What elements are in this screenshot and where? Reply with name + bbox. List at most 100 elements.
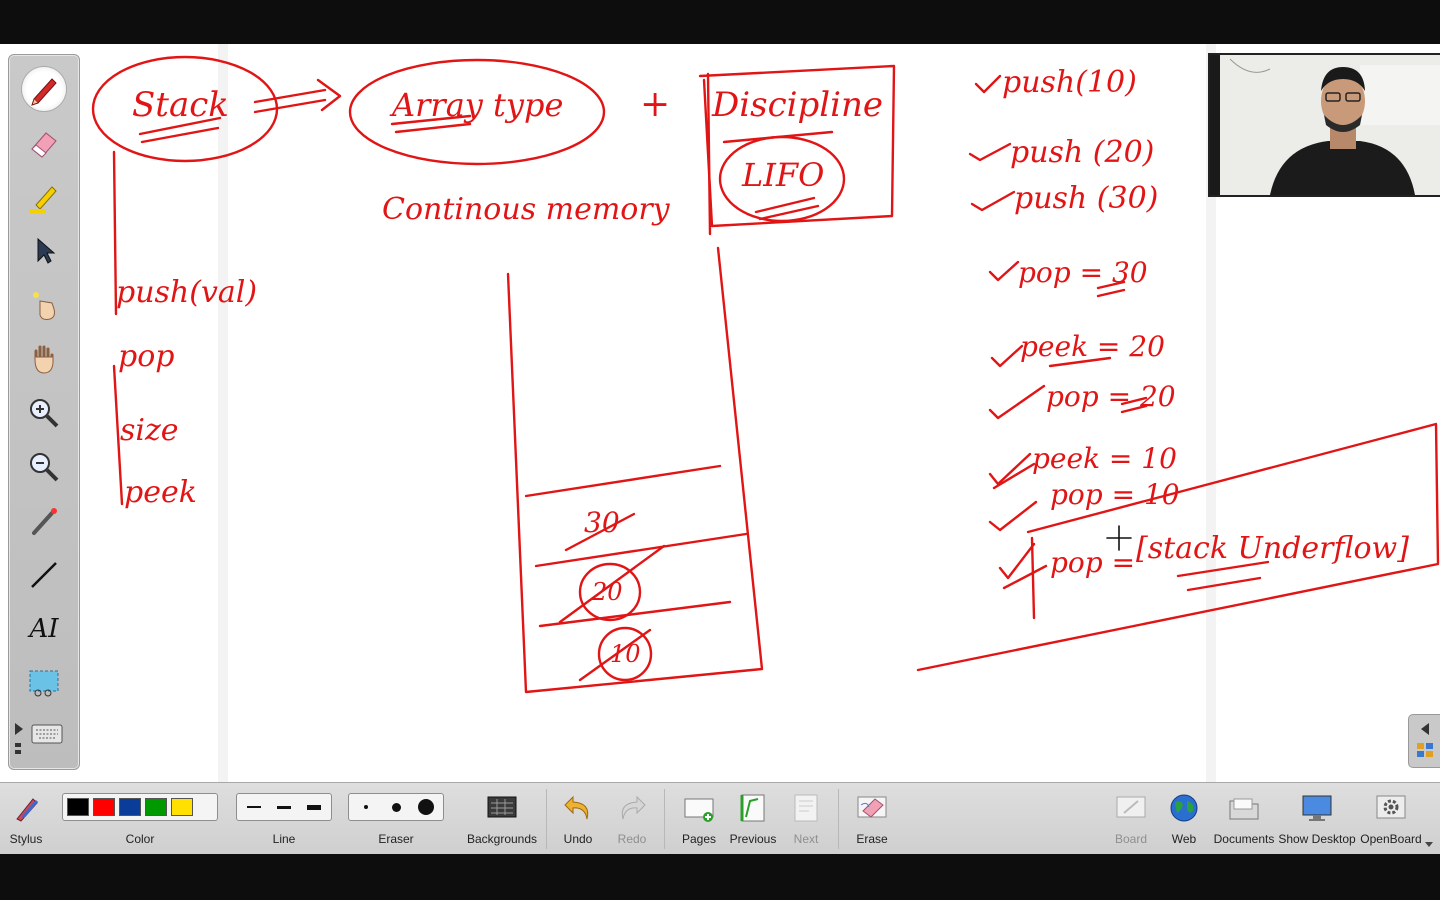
handwritten-ink-layer: Stack Array type + Continous memory Disc… xyxy=(91,55,1440,694)
color-red-swatch[interactable] xyxy=(93,798,115,816)
selector-icon[interactable] xyxy=(22,229,66,273)
text-icon[interactable]: AI xyxy=(22,607,66,651)
stack-divider-1 xyxy=(524,464,722,498)
web-button[interactable]: Web xyxy=(1160,783,1208,855)
lifo-underline xyxy=(754,196,820,221)
hand-icon[interactable] xyxy=(22,337,66,381)
step-6: pop = 20 xyxy=(1046,380,1176,413)
capture-icon[interactable] xyxy=(22,661,66,705)
check-9 xyxy=(998,542,1048,590)
settings-gear-icon xyxy=(1376,795,1406,819)
previous-page-icon xyxy=(740,794,765,822)
eraser-large-button[interactable] xyxy=(413,797,439,817)
color-black-swatch[interactable] xyxy=(67,798,89,816)
stylus-button[interactable]: Stylus xyxy=(0,783,52,855)
show-desktop-label: Show Desktop xyxy=(1278,832,1356,846)
chevron-down-icon[interactable] xyxy=(1424,841,1434,849)
interactor-icon[interactable] xyxy=(22,283,66,327)
note-discipline: Discipline xyxy=(711,85,883,125)
whiteboard-canvas[interactable]: Stack Array type + Continous memory Disc… xyxy=(0,44,1440,782)
eraser-icon[interactable] xyxy=(22,121,66,165)
pages-button[interactable]: Pages xyxy=(672,783,726,855)
check-6 xyxy=(988,384,1046,420)
step-5-underline xyxy=(1048,356,1112,368)
documents-label: Documents xyxy=(1213,832,1275,846)
stylus-label: Stylus xyxy=(9,832,43,846)
cell-10-strike xyxy=(578,628,652,682)
color-blue-swatch[interactable] xyxy=(119,798,141,816)
erase-button[interactable]: Erase xyxy=(846,783,898,855)
step-3: push (30) xyxy=(1014,181,1158,216)
step-9-strike xyxy=(1030,536,1036,620)
stack-container xyxy=(506,246,764,694)
toolbar-separator xyxy=(546,789,547,849)
erase-label: Erase xyxy=(856,832,888,846)
color-yellow-swatch[interactable] xyxy=(171,798,193,816)
line-width-picker xyxy=(236,793,332,821)
right-panel-toggle[interactable] xyxy=(1408,714,1440,768)
highlighter-icon[interactable] xyxy=(22,175,66,219)
openboard-menu-button[interactable]: OpenBoard xyxy=(1358,783,1424,855)
check-7 xyxy=(988,452,1036,490)
webcam-video xyxy=(1208,53,1440,197)
palette-expand-icon[interactable] xyxy=(11,717,29,761)
note-array-type: Array type xyxy=(389,86,563,124)
pages-icon xyxy=(684,798,714,822)
color-picker xyxy=(62,793,218,821)
board-button[interactable]: Board xyxy=(1106,783,1156,855)
next-page-icon xyxy=(794,794,818,822)
line-thin-button[interactable] xyxy=(241,797,267,817)
note-lifo: LIFO xyxy=(741,156,824,194)
eraser-medium-button[interactable] xyxy=(383,797,409,817)
line-icon[interactable] xyxy=(22,553,66,597)
undo-icon xyxy=(564,795,589,820)
color-label: Color xyxy=(125,832,155,846)
line-thick-button[interactable] xyxy=(301,797,327,817)
text-tool-glyph: AI xyxy=(29,614,59,644)
previous-label: Previous xyxy=(729,832,777,846)
step-4: pop = 30 xyxy=(1018,256,1148,289)
documents-folder-icon xyxy=(1229,798,1259,820)
keyboard-icon[interactable] xyxy=(31,723,63,745)
zoom-in-icon[interactable] xyxy=(22,391,66,435)
show-desktop-button[interactable]: Show Desktop xyxy=(1278,783,1356,855)
laser-pointer-icon[interactable] xyxy=(22,499,66,543)
next-button[interactable]: Next xyxy=(780,783,832,855)
underflow-region xyxy=(916,422,1440,672)
line-medium-button[interactable] xyxy=(271,797,297,817)
cell-20-strike xyxy=(558,544,666,624)
backgrounds-button[interactable]: Backgrounds xyxy=(466,783,538,855)
stack-divider-2 xyxy=(534,532,748,568)
eraser-small-button[interactable] xyxy=(353,797,379,817)
previous-button[interactable]: Previous xyxy=(726,783,780,855)
line-label: Line xyxy=(272,832,296,846)
backgrounds-icon xyxy=(487,796,517,818)
cell-30: 30 xyxy=(584,506,620,539)
zoom-out-icon[interactable] xyxy=(22,445,66,489)
step-7: peek = 10 xyxy=(1032,442,1177,475)
ops-bracket-line xyxy=(112,150,124,506)
crosshair-cursor xyxy=(1106,525,1132,551)
redo-button[interactable]: Redo xyxy=(608,783,656,855)
undo-button[interactable]: Undo xyxy=(554,783,602,855)
array-underline xyxy=(390,114,472,134)
page-margin-left xyxy=(218,44,228,782)
note-stack-underflow: [stack Underflow] xyxy=(1136,531,1409,566)
tool-palette: AI xyxy=(8,54,80,770)
pages-label: Pages xyxy=(681,832,717,846)
documents-button[interactable]: Documents xyxy=(1212,783,1276,855)
pen-icon[interactable] xyxy=(22,67,66,111)
stack-divider-3 xyxy=(538,600,732,628)
eraser-label: Eraser xyxy=(378,832,414,846)
line-group: Line xyxy=(236,783,332,855)
eraser-group: Eraser xyxy=(348,783,444,855)
lifo-ellipse xyxy=(718,135,846,223)
note-continuous-memory: Continous memory xyxy=(382,192,671,227)
note-op-peek: peek xyxy=(124,475,197,510)
board-icon xyxy=(1116,796,1146,818)
next-label: Next xyxy=(793,832,819,846)
note-plus: + xyxy=(640,84,670,125)
color-green-swatch[interactable] xyxy=(145,798,167,816)
step-1: push(10) xyxy=(1002,65,1137,100)
top-black-bar xyxy=(0,0,1440,44)
